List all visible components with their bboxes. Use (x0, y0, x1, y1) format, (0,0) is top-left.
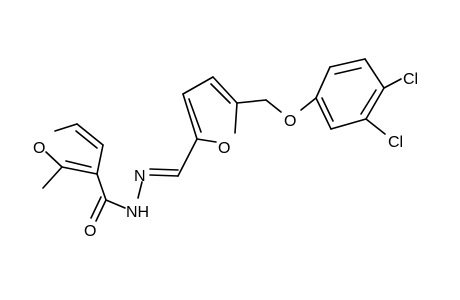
bond-nh-carbonyl (105, 199, 126, 209)
bond (365, 87, 385, 120)
bond (315, 66, 331, 99)
furan-oxygen-left-label: O (33, 140, 45, 157)
central-furan-ring (182, 76, 238, 143)
bond-o-ch2 (265, 99, 282, 113)
ether-oxygen-label: O (284, 113, 296, 130)
bond (196, 138, 217, 143)
bond (182, 76, 214, 95)
dichlorophenyl-ring (315, 58, 385, 130)
bond-carbonyl-furan (96, 173, 107, 201)
double-bond-inner (334, 67, 362, 75)
bond-c-cl-top (383, 78, 402, 89)
bond (61, 166, 98, 175)
hydrazide-nh-label: NH (126, 204, 149, 221)
bond (96, 144, 104, 175)
bond-n-n (137, 181, 143, 199)
bond-c-o-double (95, 199, 107, 222)
bond (212, 76, 238, 104)
double-bond-inner (321, 97, 334, 122)
carbonyl-oxygen-label: O (84, 223, 96, 240)
bond (76, 123, 104, 146)
bond-c-cl-bottom (365, 118, 386, 135)
methylfuran-ring (45, 123, 104, 175)
furan-oxygen-center-label: O (218, 140, 230, 157)
bond-methyl (42, 166, 63, 189)
bond (329, 58, 366, 68)
double-bond-inner (360, 89, 377, 115)
bond (364, 58, 385, 89)
bond-c-n-double (149, 168, 179, 171)
double-bond-inner (75, 130, 98, 149)
bond-c-o-double (90, 196, 102, 219)
bond (315, 97, 332, 130)
double-bond-inner (188, 98, 202, 133)
double-bond-inner (65, 160, 92, 168)
chlorine-bottom-label: Cl (388, 134, 403, 151)
double-bond-inner (210, 83, 231, 104)
imine-nitrogen-label: N (134, 168, 146, 185)
bond-c-n-double (149, 174, 179, 177)
bond (330, 118, 367, 130)
bond-furan-ch (177, 138, 198, 177)
bond (234, 102, 238, 134)
bond-aryl-o (300, 97, 317, 111)
bond (182, 93, 198, 140)
chlorine-top-label: Cl (403, 71, 418, 88)
bond (45, 151, 63, 168)
bond (54, 123, 78, 132)
bond-ch2-furan (236, 99, 267, 104)
